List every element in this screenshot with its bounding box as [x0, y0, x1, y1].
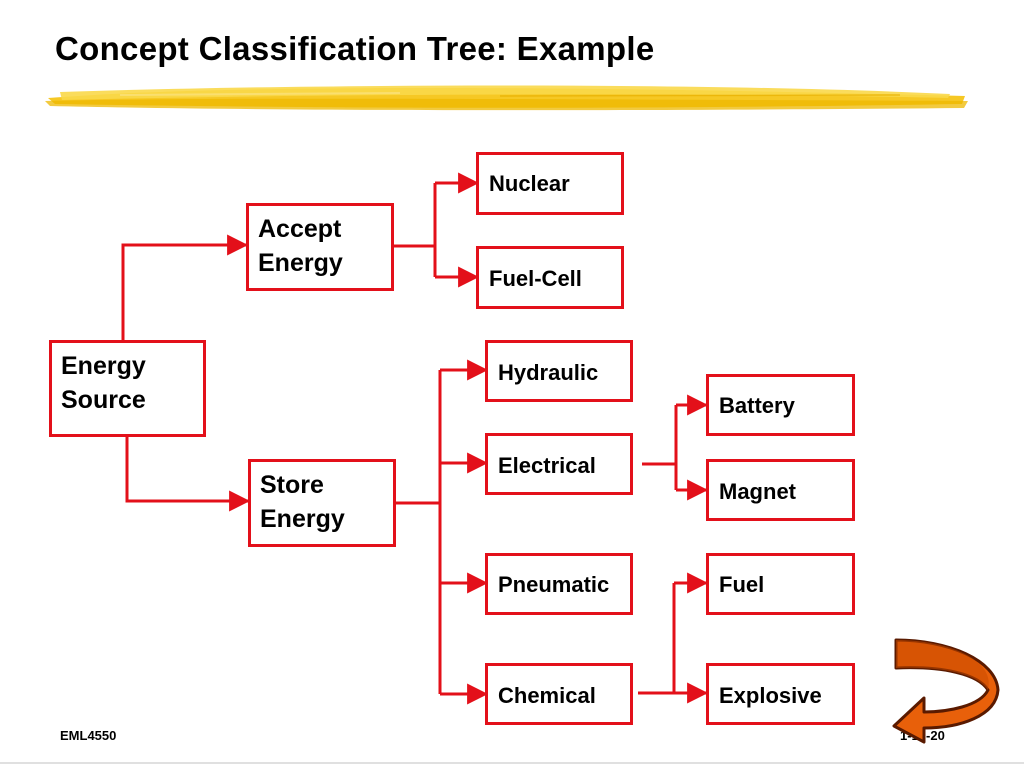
node-store-energy-line1: Store [260, 471, 324, 499]
node-energy-source-line1: Energy [61, 352, 146, 380]
node-electrical: Electrical [485, 433, 633, 495]
node-explosive: Explosive [706, 663, 855, 725]
node-store-energy-line2: Energy [260, 505, 345, 533]
node-store-energy: Store Energy [248, 459, 396, 547]
node-magnet: Magnet [706, 459, 855, 521]
node-battery: Battery [706, 374, 855, 436]
node-pneumatic: Pneumatic [485, 553, 633, 615]
node-chemical: Chemical [485, 663, 633, 725]
node-energy-source-line2: Source [61, 386, 146, 414]
title-underline-swoosh [45, 85, 968, 111]
node-accept-energy-line1: Accept [258, 215, 342, 243]
curved-arrow-next-icon[interactable] [888, 632, 1008, 747]
node-accept-energy: Accept Energy [246, 203, 394, 291]
footer-course-code: EML4550 [60, 728, 117, 743]
slide-title: Concept Classification Tree: Example [55, 30, 655, 67]
node-energy-source: Energy Source [49, 340, 206, 437]
node-accept-energy-line2: Energy [258, 249, 343, 277]
node-fuel-cell: Fuel-Cell [476, 246, 624, 309]
node-fuel: Fuel [706, 553, 855, 615]
node-nuclear: Nuclear [476, 152, 624, 215]
node-hydraulic: Hydraulic [485, 340, 633, 402]
bottom-divider [0, 762, 1024, 764]
